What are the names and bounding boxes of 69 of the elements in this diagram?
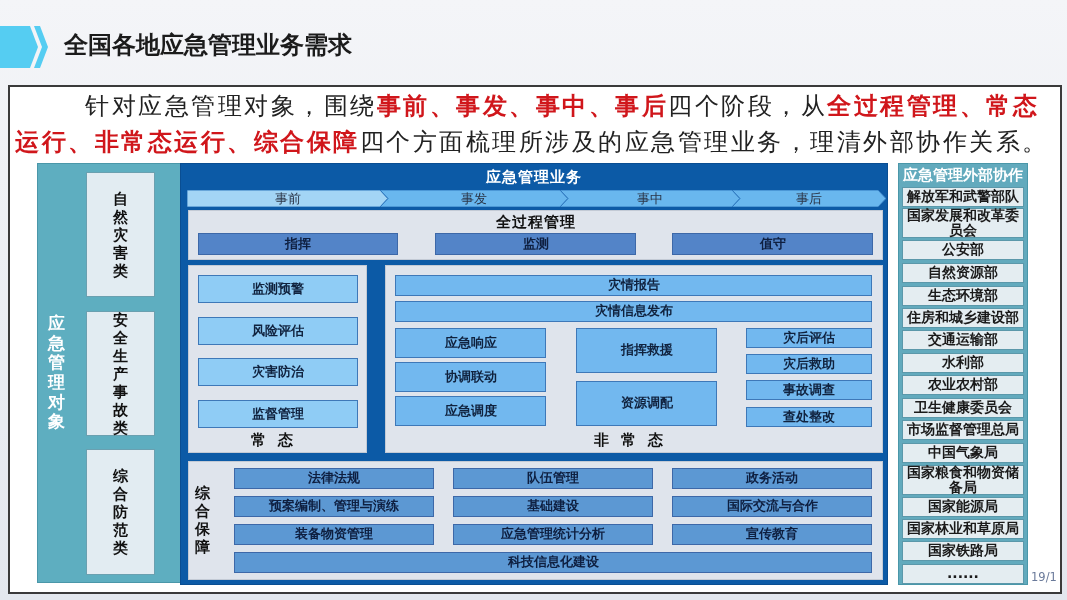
support-box: 队伍管理 <box>453 468 653 489</box>
section-panel <box>385 265 883 453</box>
category-box: 自然灾害类 <box>86 172 155 297</box>
slide-title: 全国各地应急管理业务需求 <box>64 30 352 61</box>
function-box: 指挥 <box>198 233 398 255</box>
department-box: 公安部 <box>902 240 1024 260</box>
category-box: 综合防范类 <box>86 449 155 575</box>
task-box: 监督管理 <box>198 400 358 428</box>
section-panel <box>188 265 367 453</box>
department-box: 农业农村部 <box>902 375 1024 395</box>
department-box: 交通运输部 <box>902 330 1024 350</box>
task-box: 应急响应 <box>395 328 546 358</box>
task-box: 监测预警 <box>198 275 358 303</box>
phase-band: 事发 <box>380 190 568 207</box>
panel-title: 应急管理对象 <box>46 312 66 434</box>
task-box: 查处整改 <box>746 407 872 427</box>
department-box: 中国气象局 <box>902 443 1024 463</box>
section-panel <box>188 210 883 260</box>
task-box: 灾害防治 <box>198 358 358 386</box>
task-box: 灾后评估 <box>746 328 872 348</box>
section-panel <box>188 461 883 580</box>
support-box: 基础建设 <box>453 496 653 517</box>
panel-title: 全过程管理 <box>494 212 577 233</box>
support-box: 预案编制、管理与演练 <box>234 496 434 517</box>
task-box: 资源调配 <box>576 381 717 426</box>
department-box: 国家林业和草原局 <box>902 519 1024 539</box>
task-box: 指挥救援 <box>576 328 717 373</box>
task-box: 风险评估 <box>198 317 358 345</box>
support-box: 政务活动 <box>672 468 872 489</box>
department-box: 住房和城乡建设部 <box>902 308 1024 328</box>
task-box: 灾后救助 <box>746 354 872 374</box>
support-box: 应急管理统计分析 <box>453 524 653 545</box>
business-panel <box>180 163 888 585</box>
department-box: 生态环境部 <box>902 286 1024 306</box>
support-box: 法律法规 <box>234 468 434 489</box>
task-box: 协调联动 <box>395 362 546 392</box>
department-box: 自然资源部 <box>902 263 1024 283</box>
task-box: 灾情信息发布 <box>395 301 872 322</box>
cooperation-panel <box>898 163 1028 585</box>
panel-title: 综合保障 <box>193 483 211 558</box>
phase-band: 事后 <box>732 190 886 207</box>
phase-band: 事中 <box>560 190 740 207</box>
task-box: 应急调度 <box>395 396 546 426</box>
department-box: ...... <box>902 564 1024 584</box>
category-panel <box>37 163 183 583</box>
department-box: 解放军和武警部队 <box>902 187 1024 207</box>
panel-title: 非常态 <box>592 430 676 452</box>
department-box: 国家发展和改革委员会 <box>902 208 1024 238</box>
support-box: 科技信息化建设 <box>234 552 872 573</box>
department-box: 国家能源局 <box>902 497 1024 517</box>
department-box: 国家铁路局 <box>902 541 1024 561</box>
department-box: 卫生健康委员会 <box>902 398 1024 418</box>
department-box: 市场监督管理总局 <box>902 420 1024 440</box>
page-number: 19/1 <box>1031 570 1057 584</box>
department-box: 国家粮食和物资储备局 <box>902 465 1024 495</box>
category-box: 安全生产事故类 <box>86 311 155 436</box>
panel-title: 应急管理业务 <box>485 167 583 189</box>
panel-title: 应急管理外部协作 <box>902 165 1024 186</box>
support-box: 装备物资管理 <box>234 524 434 545</box>
department-box: 水利部 <box>902 353 1024 373</box>
phase-band: 事前 <box>187 190 388 207</box>
task-box: 灾情报告 <box>395 275 872 296</box>
intro-paragraph: 针对应急管理对象，围绕事前、事发、事中、事后四个阶段，从全过程管理、常态运行、非常态运行、综合保障四个方面梳理所涉及的应急管理业务，理清外部协作关系。 <box>15 91 1050 158</box>
function-box: 值守 <box>672 233 873 255</box>
support-box: 宣传教育 <box>672 524 872 545</box>
task-box: 事故调查 <box>746 380 872 400</box>
panel-title: 常态 <box>249 430 306 452</box>
support-box: 国际交流与合作 <box>672 496 872 517</box>
function-box: 监测 <box>435 233 636 255</box>
